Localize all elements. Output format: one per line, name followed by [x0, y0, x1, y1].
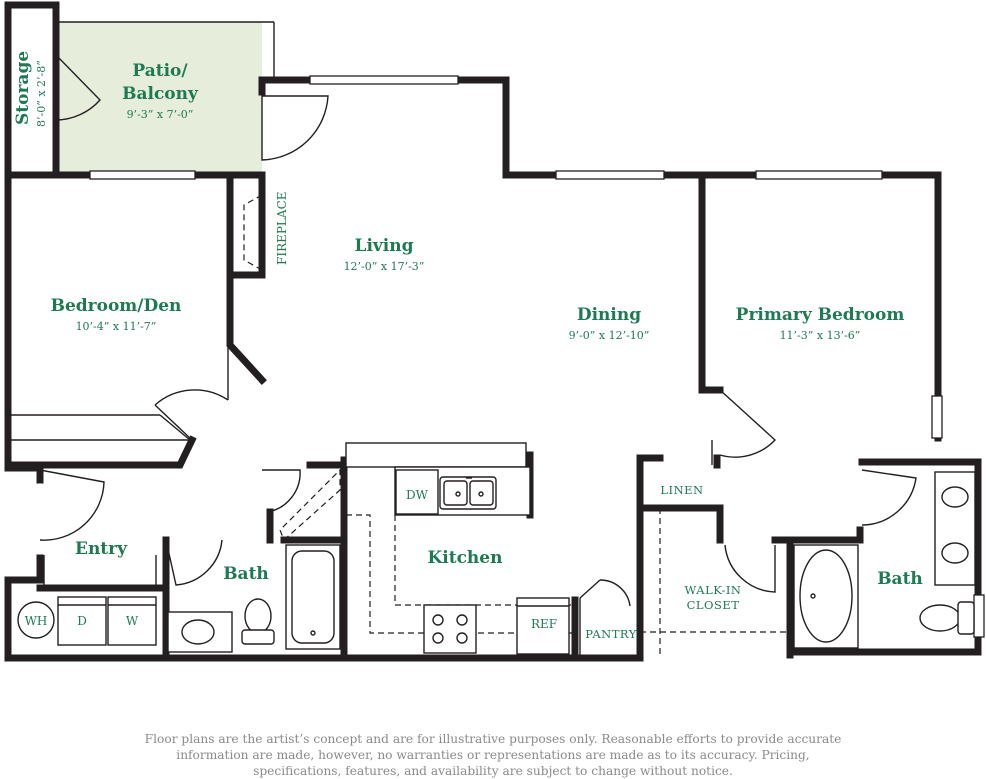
primary-bedroom-label: Primary Bedroom: [736, 305, 905, 325]
storage-label: Storage: [13, 51, 33, 125]
patio-dims: 9’-3” x 7’-0”: [127, 108, 194, 121]
walkin-label-line2: CLOSET: [687, 598, 740, 612]
windows: [89, 75, 985, 638]
hall-bath-label: Bath: [223, 564, 269, 584]
ref-label: REF: [531, 617, 557, 631]
patio-label-line2: Balcony: [122, 84, 199, 104]
storage-walls: [4, 1, 275, 179]
refrigerator-icon: [516, 597, 570, 655]
primary-bath-fixtures: [793, 471, 976, 649]
dining-dims: 9’-0” x 12’-10”: [569, 329, 650, 342]
primary-bath-label: Bath: [877, 569, 923, 589]
living-dims: 12’-0” x 17’-3”: [344, 260, 425, 273]
bedroom-den-label: Bedroom/Den: [51, 296, 182, 316]
kitchen-label: Kitchen: [428, 548, 503, 568]
walkin-label-line1: WALK-IN: [685, 583, 742, 597]
patio-label-line1: Patio/: [132, 61, 188, 81]
closet-rod: [640, 508, 790, 655]
laundry-appliances: [17, 596, 157, 646]
kitchen-counters: [345, 442, 575, 634]
entry-label: Entry: [75, 539, 128, 559]
fireplace-icon: [243, 193, 263, 272]
dw-label: DW: [406, 488, 429, 502]
pantry: [579, 579, 631, 655]
kitchen-sink-icon: [439, 476, 497, 510]
living-label: Living: [355, 236, 414, 256]
fireplace-label: FIREPLACE: [275, 191, 289, 265]
patio-area: [56, 22, 262, 175]
dining-label: Dining: [577, 305, 641, 325]
range-icon: [423, 604, 477, 654]
linen-label: LINEN: [660, 483, 703, 497]
primary-bedroom-dims: 11’-3” x 13’-6”: [780, 329, 861, 342]
wh-label: WH: [25, 614, 48, 628]
washer-label: W: [126, 614, 139, 628]
pantry-label: PANTRY: [585, 627, 637, 641]
disclaimer-text: Floor plans are the artist’s concept and…: [144, 732, 842, 778]
storage-dims: 8’-0” x 2’-8”: [35, 60, 48, 127]
doors: [39, 54, 917, 593]
hall-bath-fixtures: [167, 468, 341, 653]
bedroom-den-dims: 10’-4” x 11’-7”: [76, 320, 157, 333]
dryer-label: D: [77, 614, 87, 628]
floor-plan: Storage 8’-0” x 2’-8” Patio/ Balcony 9’-…: [4, 1, 985, 662]
